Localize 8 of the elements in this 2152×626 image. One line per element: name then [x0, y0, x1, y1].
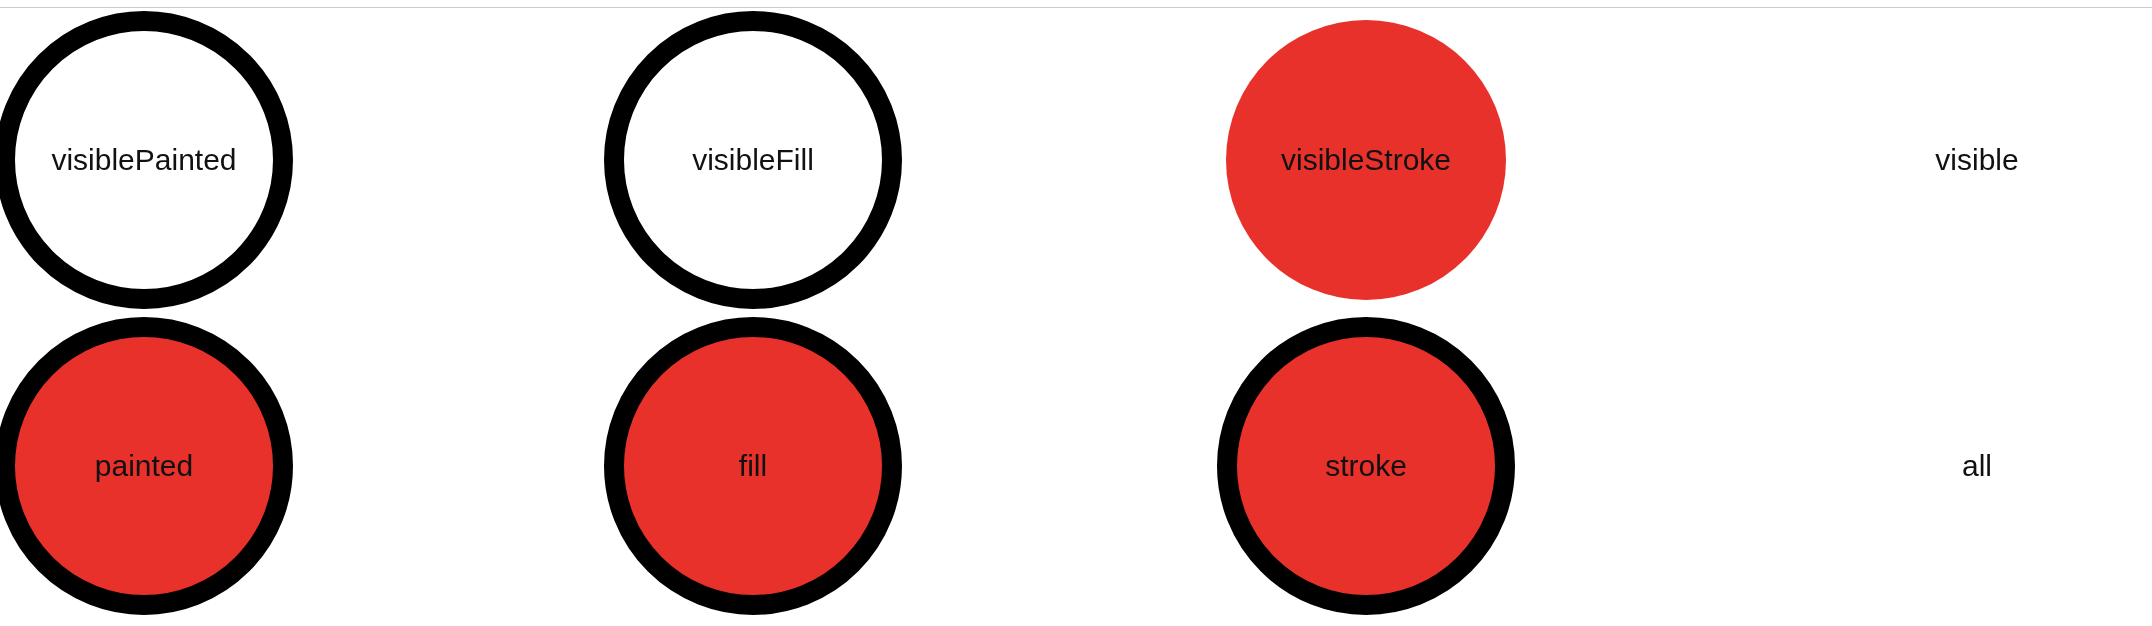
node-label: visible — [1935, 143, 2019, 177]
node-label: stroke — [1325, 449, 1407, 483]
node-label: fill — [738, 449, 768, 483]
node-label: painted — [94, 449, 194, 483]
node-label: visibleStroke — [1280, 143, 1452, 177]
node-label: visiblePainted — [51, 143, 237, 177]
node-label: visibleFill — [692, 143, 814, 177]
node-label: all — [1962, 449, 1992, 483]
